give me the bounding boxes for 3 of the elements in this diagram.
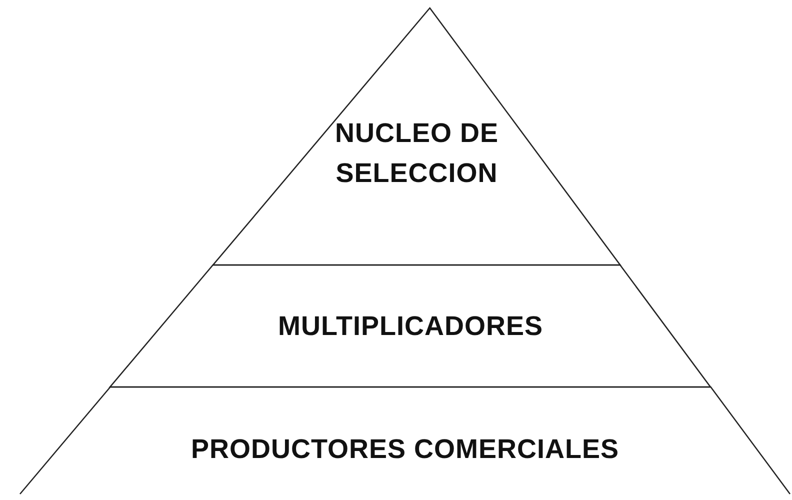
tier-label: NUCLEO DE SELECCION: [334, 117, 500, 190]
tier-label: MULTIPLICADORES: [277, 310, 544, 343]
tier-label: PRODUCTORES COMERCIALES: [190, 433, 620, 466]
